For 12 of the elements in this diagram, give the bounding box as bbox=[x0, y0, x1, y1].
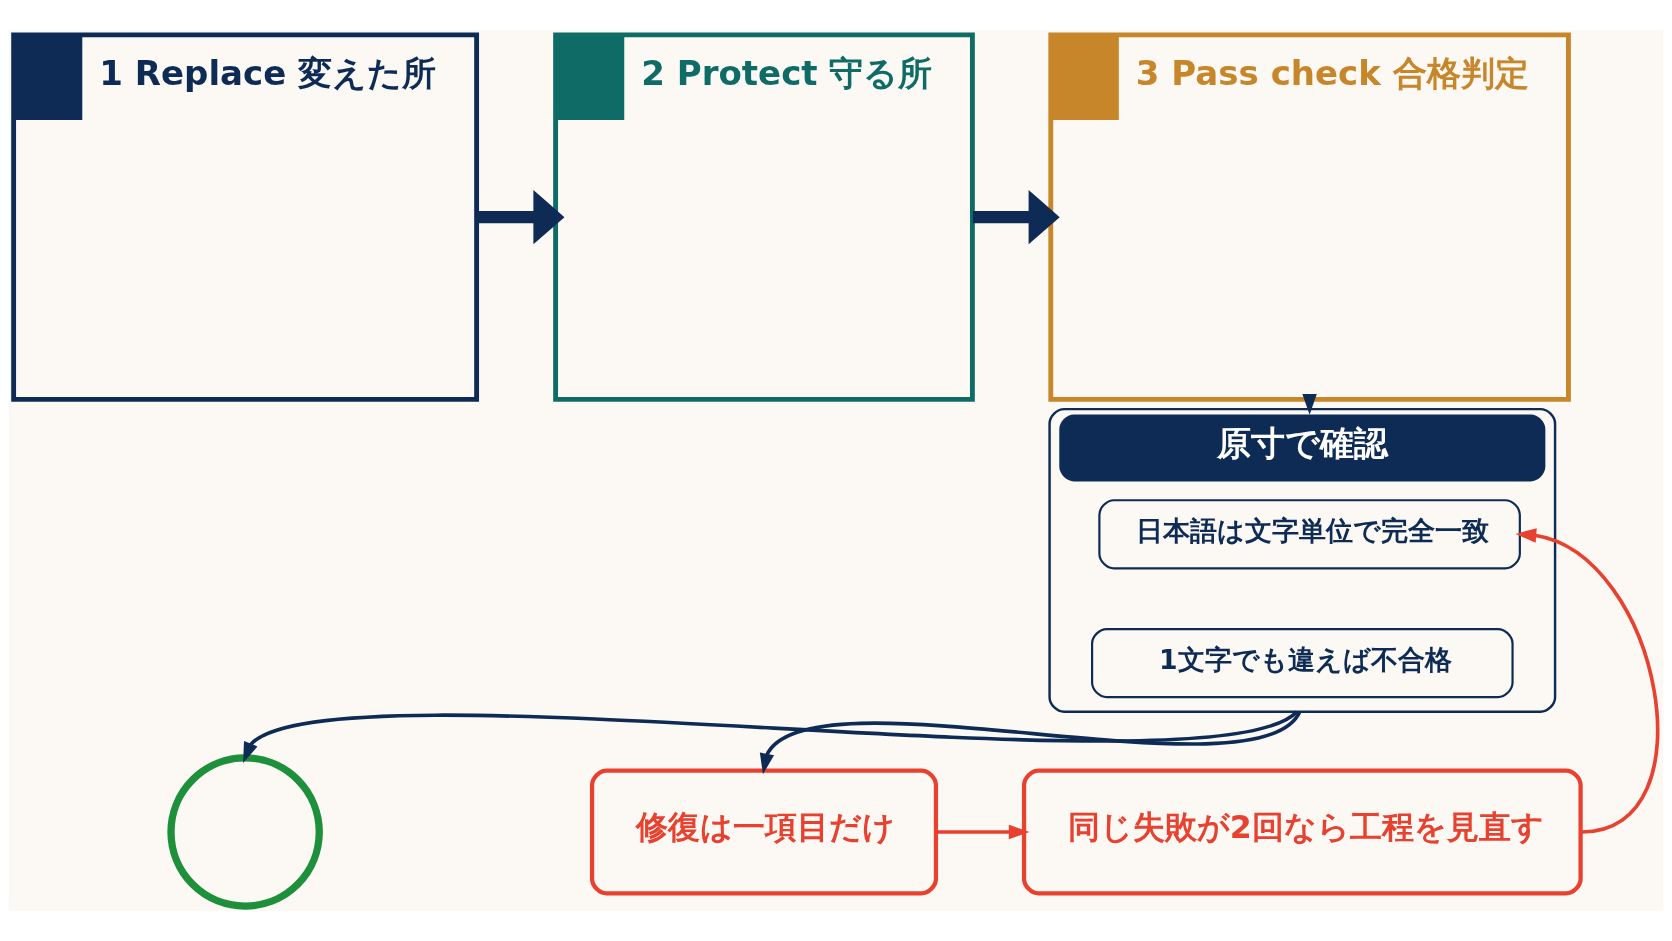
node-box: 修復は一項目だけ bbox=[589, 768, 939, 896]
arrow bbox=[936, 824, 1030, 840]
node-box: 同じ失敗が2回なら工程を見直す bbox=[1021, 768, 1583, 896]
arrow bbox=[972, 189, 1060, 245]
node-box: 1文字でも違えば不合格 bbox=[1091, 628, 1514, 699]
node-circle bbox=[167, 754, 323, 910]
node-box: 日本語は文字単位で完全一致 bbox=[1098, 499, 1521, 570]
arrow bbox=[1515, 528, 1660, 834]
arrow bbox=[243, 710, 1298, 764]
arrow bbox=[759, 710, 1301, 775]
arrow bbox=[1302, 393, 1317, 415]
arrow bbox=[476, 189, 565, 245]
